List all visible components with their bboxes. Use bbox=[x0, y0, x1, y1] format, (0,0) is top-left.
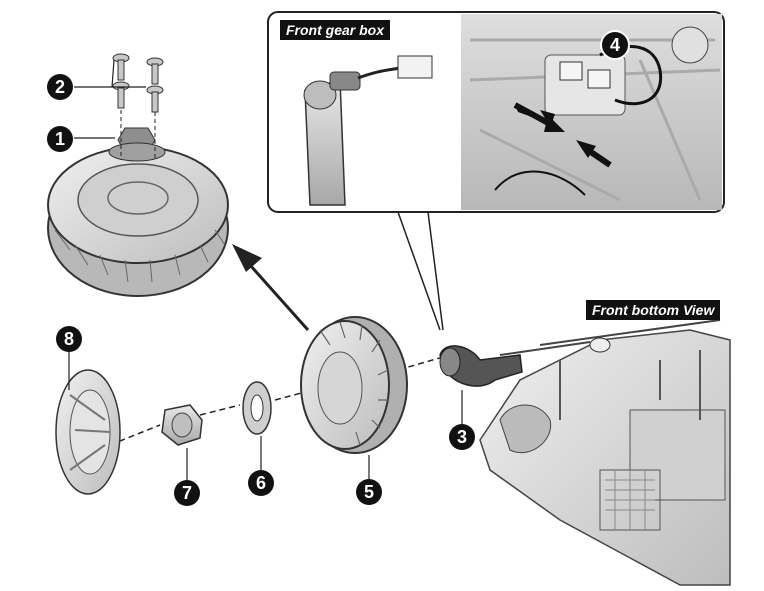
hub-cap-part bbox=[55, 369, 121, 495]
washer-part bbox=[242, 381, 272, 435]
gear-box-drawing bbox=[303, 55, 433, 206]
callout-6: 6 bbox=[248, 470, 274, 496]
callout-7: 7 bbox=[174, 480, 200, 506]
assembled-wheel bbox=[47, 127, 229, 297]
callout-1: 1 bbox=[47, 126, 73, 152]
callout-5: 5 bbox=[356, 479, 382, 505]
axle-part bbox=[439, 345, 523, 387]
callout-8: 8 bbox=[56, 326, 82, 352]
vehicle-chassis bbox=[479, 319, 731, 586]
wheel-part bbox=[300, 316, 408, 454]
front-bottom-view-label: Front bottom View bbox=[586, 300, 721, 320]
inset-panel bbox=[267, 11, 725, 213]
callout-3: 3 bbox=[449, 424, 475, 450]
front-gear-box-label: Front gear box bbox=[280, 20, 391, 40]
screws bbox=[112, 53, 164, 113]
callout-4: 4 bbox=[600, 30, 630, 60]
nut-part bbox=[161, 404, 203, 446]
callout-2: 2 bbox=[47, 74, 73, 100]
